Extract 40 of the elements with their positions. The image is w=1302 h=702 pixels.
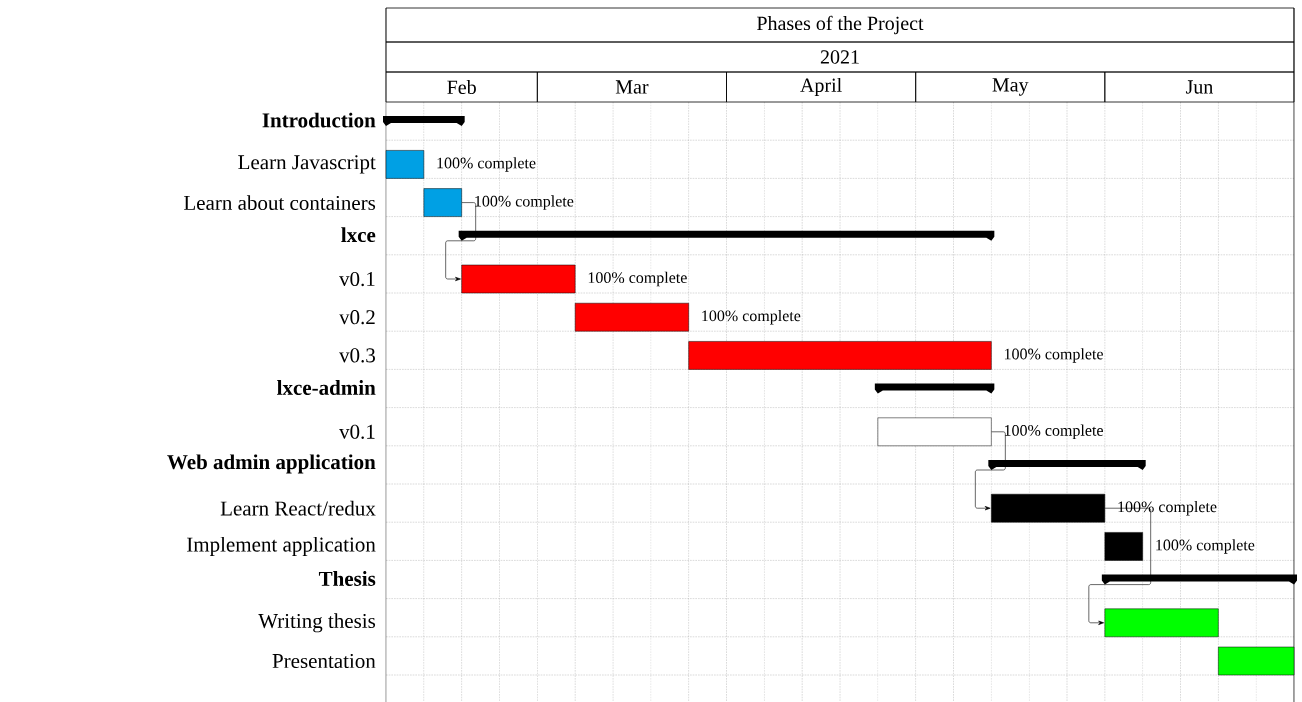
task-bar — [1218, 646, 1295, 676]
task-label: Presentation — [272, 653, 376, 669]
summary-bar — [1101, 574, 1297, 585]
progress-label: 100% complete — [437, 157, 536, 172]
month-cell: April — [726, 71, 917, 103]
group-label: lxce-admin — [277, 380, 376, 395]
summary-bar — [383, 116, 465, 127]
group-label: Thesis — [318, 571, 376, 586]
task-label: Learn Javascript — [238, 155, 376, 174]
task-label: v0.3 — [339, 348, 375, 363]
group-label: lxce — [341, 227, 376, 243]
progress-label: 100% complete — [702, 309, 801, 325]
task-label: Learn about containers — [184, 195, 376, 210]
month-cell: Mar — [536, 71, 727, 103]
progress-label: 100% complete — [1004, 348, 1103, 363]
group-label: Introduction — [262, 112, 376, 128]
group-label: Web admin application — [167, 454, 376, 474]
progress-label: 100% complete — [1004, 424, 1103, 440]
task-label: Implement application — [187, 536, 376, 556]
progress-label: 100% complete — [475, 195, 574, 210]
dependency-arrow — [445, 202, 476, 282]
task-label: v0.2 — [339, 310, 375, 325]
task-label: v0.1 — [339, 424, 375, 439]
title-cell: Phases of the Project — [385, 7, 1295, 43]
progress-label: 100% complete — [1156, 539, 1255, 554]
task-label: v0.1 — [339, 271, 375, 287]
summary-bar — [458, 230, 995, 241]
summary-bar — [874, 383, 995, 394]
progress-label: 100% complete — [588, 271, 687, 287]
progress-label: 100% complete — [1118, 500, 1217, 516]
task-label: Writing thesis — [258, 613, 376, 633]
task-label: Learn React/redux — [220, 500, 376, 516]
month-cell: Feb — [385, 71, 538, 103]
year-cell: 2021 — [385, 41, 1295, 73]
month-cell: Jun — [1104, 71, 1295, 103]
task-bar — [1104, 608, 1219, 638]
month-cell: May — [915, 71, 1106, 103]
dependency-arrow — [975, 431, 1006, 511]
summary-bar — [988, 459, 1146, 470]
dependency-arrow — [1088, 507, 1151, 625]
